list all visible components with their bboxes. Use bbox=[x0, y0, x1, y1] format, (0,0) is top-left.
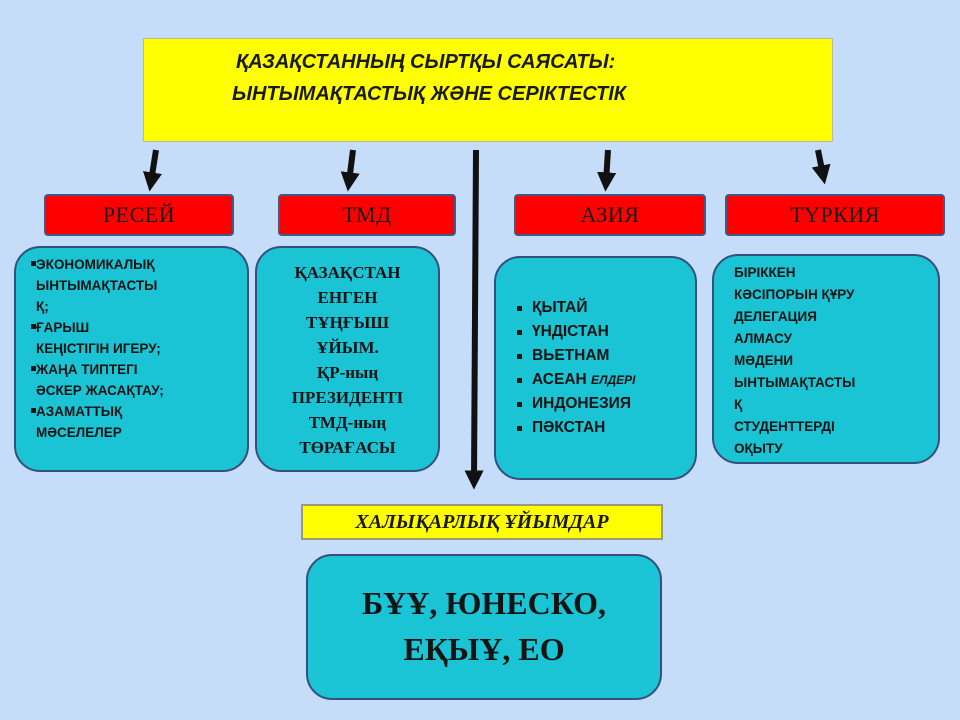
turkey-line: ОҚЫТУ bbox=[734, 441, 783, 456]
cis-line: ҰЙЫМ. bbox=[316, 338, 379, 357]
asia-item-label: ҮНДІСТАН bbox=[532, 323, 609, 340]
turkey-line: КӘСІПОРЫН ҚҰРУ bbox=[734, 287, 855, 302]
organizations-box: БҰҰ, ЮНЕСКО, ЕҚЫҰ, ЕО bbox=[306, 554, 662, 700]
russia-item-line: МӘСЕЛЕЛЕР bbox=[36, 425, 122, 440]
asia-item: ҮНДІСТАН bbox=[517, 320, 687, 344]
asia-item-label: ИНДОНЕЗИЯ bbox=[532, 395, 631, 412]
turkey-line: ДЕЛЕГАЦИЯ bbox=[734, 309, 817, 324]
russia-item-line: ЫНТЫМАҚТАСТЫ bbox=[36, 278, 158, 293]
panel-asia: ҚЫТАЙ ҮНДІСТАН ВЬЕТНАМ АСЕАН ЕЛДЕРІ ИНДО… bbox=[494, 256, 697, 480]
panel-turkey: БІРІККЕН КӘСІПОРЫН ҚҰРУ ДЕЛЕГАЦИЯ АЛМАСУ… bbox=[712, 254, 940, 464]
turkey-line: СТУДЕНТТЕРДІ bbox=[734, 419, 835, 434]
title-line-2: ЫНТЫМАҚТАСТЫҚ ЖӘНЕ СЕРІКТЕСТІК bbox=[232, 83, 627, 105]
title-box: ҚАЗАҚСТАННЫҢ СЫРТҚЫ САЯСАТЫ: ЫНТЫМАҚТАСТ… bbox=[143, 38, 833, 142]
cis-line: ҚАЗАҚСТАН bbox=[294, 263, 401, 282]
russia-item-line: КЕҢІСТІГІН ИГЕРУ; bbox=[36, 341, 161, 356]
asia-item-label: ПӘКСТАН bbox=[532, 419, 606, 436]
turkey-line: АЛМАСУ bbox=[734, 331, 793, 346]
arrow-to-russia bbox=[142, 149, 162, 192]
category-cis: ТМД bbox=[278, 194, 456, 236]
russia-item-line: ҒАРЫШ bbox=[36, 320, 90, 335]
asia-item-suffix: ЕЛДЕРІ bbox=[591, 373, 636, 387]
category-turkey: ТҮРКИЯ bbox=[725, 194, 945, 236]
asia-item: ВЬЕТНАМ bbox=[517, 344, 687, 368]
asia-item-label: ҚЫТАЙ bbox=[532, 299, 588, 316]
russia-item-line: ЭКОНОМИКАЛЫҚ bbox=[36, 257, 155, 272]
russia-item-line: АЗАМАТТЫҚ bbox=[36, 404, 123, 419]
russia-item-line: ӘСКЕР ЖАСАҚТАУ; bbox=[36, 383, 164, 398]
cis-line: ЕНГЕН bbox=[317, 288, 378, 307]
title-line-1: ҚАЗАҚСТАННЫҢ СЫРТҚЫ САЯСАТЫ: bbox=[236, 51, 616, 73]
asia-item: ИНДОНЕЗИЯ bbox=[517, 392, 687, 416]
turkey-line: МӘДЕНИ bbox=[734, 353, 794, 368]
arrow-to-organizations bbox=[464, 149, 484, 490]
russia-item: ЖАҢА ТИПТЕГІ ӘСКЕР ЖАСАҚТАУ; bbox=[31, 359, 235, 401]
russia-item-line: ЖАҢА ТИПТЕГІ bbox=[36, 362, 138, 377]
turkey-line: БІРІККЕН bbox=[734, 265, 796, 280]
organizations-line-2: ЕҚЫҰ, ЕО bbox=[403, 631, 565, 667]
asia-item: АСЕАН ЕЛДЕРІ bbox=[517, 368, 687, 392]
russia-item: ЭКОНОМИКАЛЫҚ ЫНТЫМАҚТАСТЫ Қ; bbox=[31, 254, 235, 317]
russia-item: АЗАМАТТЫҚ МӘСЕЛЕЛЕР bbox=[31, 401, 235, 443]
asia-item: ҚЫТАЙ bbox=[517, 296, 687, 320]
panel-russia: ЭКОНОМИКАЛЫҚ ЫНТЫМАҚТАСТЫ Қ; ҒАРЫШ КЕҢІС… bbox=[14, 246, 249, 472]
organizations-line-1: БҰҰ, ЮНЕСКО, bbox=[361, 585, 607, 621]
asia-item-label: ВЬЕТНАМ bbox=[532, 347, 610, 364]
russia-item-line: Қ; bbox=[36, 299, 49, 314]
arrow-to-turkey bbox=[811, 149, 831, 185]
organizations-header: ХАЛЫҚАРЛЫҚ ҰЙЫМДАР bbox=[301, 504, 663, 540]
category-asia: АЗИЯ bbox=[514, 194, 706, 236]
turkey-line: ЫНТЫМАҚТАСТЫ bbox=[734, 375, 856, 390]
asia-item-label: АСЕАН bbox=[532, 371, 587, 388]
cis-line: ТМД-ның bbox=[308, 413, 387, 432]
asia-item: ПӘКСТАН bbox=[517, 416, 687, 440]
arrow-to-cis bbox=[340, 149, 360, 192]
cis-line: ТӨРАҒАСЫ bbox=[299, 438, 396, 457]
panel-cis: ҚАЗАҚСТАН ЕНГЕН ТҰҢҒЫШ ҰЙЫМ. ҚР-ның ПРЕЗ… bbox=[255, 246, 440, 472]
cis-line: ПРЕЗИДЕНТІ bbox=[291, 388, 404, 407]
russia-item: ҒАРЫШ КЕҢІСТІГІН ИГЕРУ; bbox=[31, 317, 235, 359]
cis-line: ТҰҢҒЫШ bbox=[305, 313, 390, 332]
category-russia: РЕСЕЙ bbox=[44, 194, 234, 236]
turkey-line: Қ bbox=[734, 397, 743, 412]
arrow-to-asia bbox=[597, 149, 617, 192]
cis-line: ҚР-ның bbox=[316, 363, 379, 382]
